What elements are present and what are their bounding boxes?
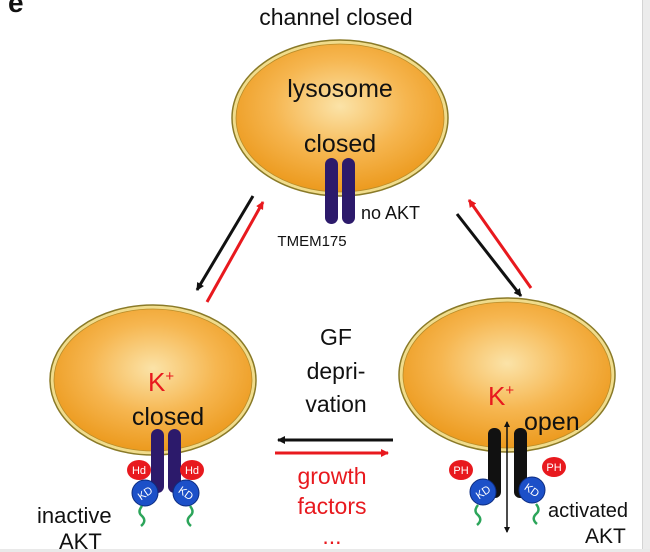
left-kd-domain-2: KD: [172, 479, 200, 507]
lysosome-label: lysosome: [287, 75, 393, 103]
right-kd-domain-2: KD: [518, 476, 546, 504]
right-kd-domain-1: KD: [469, 478, 497, 506]
ph-label: PH: [546, 462, 561, 474]
inactive-akt-label-line2: AKT: [59, 529, 102, 552]
activated-akt-label-line2: AKT: [585, 525, 626, 548]
top-lysosome: [231, 39, 449, 197]
right-linker-2: [532, 503, 540, 525]
arrow-top-to-left: [195, 195, 255, 291]
right-channel-state-label: open: [524, 408, 580, 436]
left-linker-1: [138, 505, 146, 527]
gf-deprivation-line2: depri-: [307, 358, 366, 384]
panel-letter: e: [8, 0, 24, 18]
viewer-scroll-edge: [642, 0, 650, 552]
arrow-top-to-right: [455, 213, 523, 297]
left-linker-2: [186, 505, 194, 527]
growth-factors-line2: factors: [297, 493, 366, 519]
left-inactive-akt: Hd Hd KD KD: [127, 460, 204, 527]
top-state-title: channel closed: [259, 4, 412, 30]
right-linker-1: [474, 504, 482, 526]
left-hd-domain-2: Hd: [180, 460, 204, 480]
right-potassium-label: K+: [488, 381, 514, 411]
left-transition-arrows: [195, 195, 265, 303]
left-hd-domain-1: Hd: [127, 460, 151, 480]
left-channel-state-label: closed: [132, 403, 204, 431]
right-activated-akt: PH PH KD KD: [449, 457, 566, 526]
top-channel-state-label: closed: [304, 130, 376, 158]
hd-label: Hd: [132, 465, 146, 477]
gf-deprivation-line3: vation: [305, 391, 366, 417]
middle-transition-arrows: [275, 436, 393, 457]
growth-factors-line3: ...: [322, 523, 341, 549]
right-transition-arrows: [455, 199, 533, 297]
right-ph-domain-1: PH: [449, 460, 473, 480]
inactive-akt-label-line1: inactive: [37, 503, 112, 528]
arrow-right-to-top: [467, 199, 533, 289]
gf-deprivation-line1: GF: [320, 324, 352, 350]
left-kd-domain-1: KD: [131, 479, 159, 507]
left-lysosome: [49, 304, 257, 456]
viewer-bottom-edge: [0, 549, 650, 552]
left-closed-channel: [151, 429, 181, 493]
no-akt-label: no AKT: [361, 203, 420, 223]
top-tmem175-channel: [325, 158, 355, 224]
ph-label: PH: [453, 465, 468, 477]
growth-factors-line1: growth: [297, 463, 366, 489]
right-ph-domain-2: PH: [542, 457, 566, 477]
activated-akt-label-line1: activated: [548, 500, 628, 522]
hd-label: Hd: [185, 465, 199, 477]
left-potassium-label: K+: [148, 367, 174, 397]
arrow-left-to-top: [205, 201, 265, 303]
tmem175-label: TMEM175: [277, 233, 346, 250]
